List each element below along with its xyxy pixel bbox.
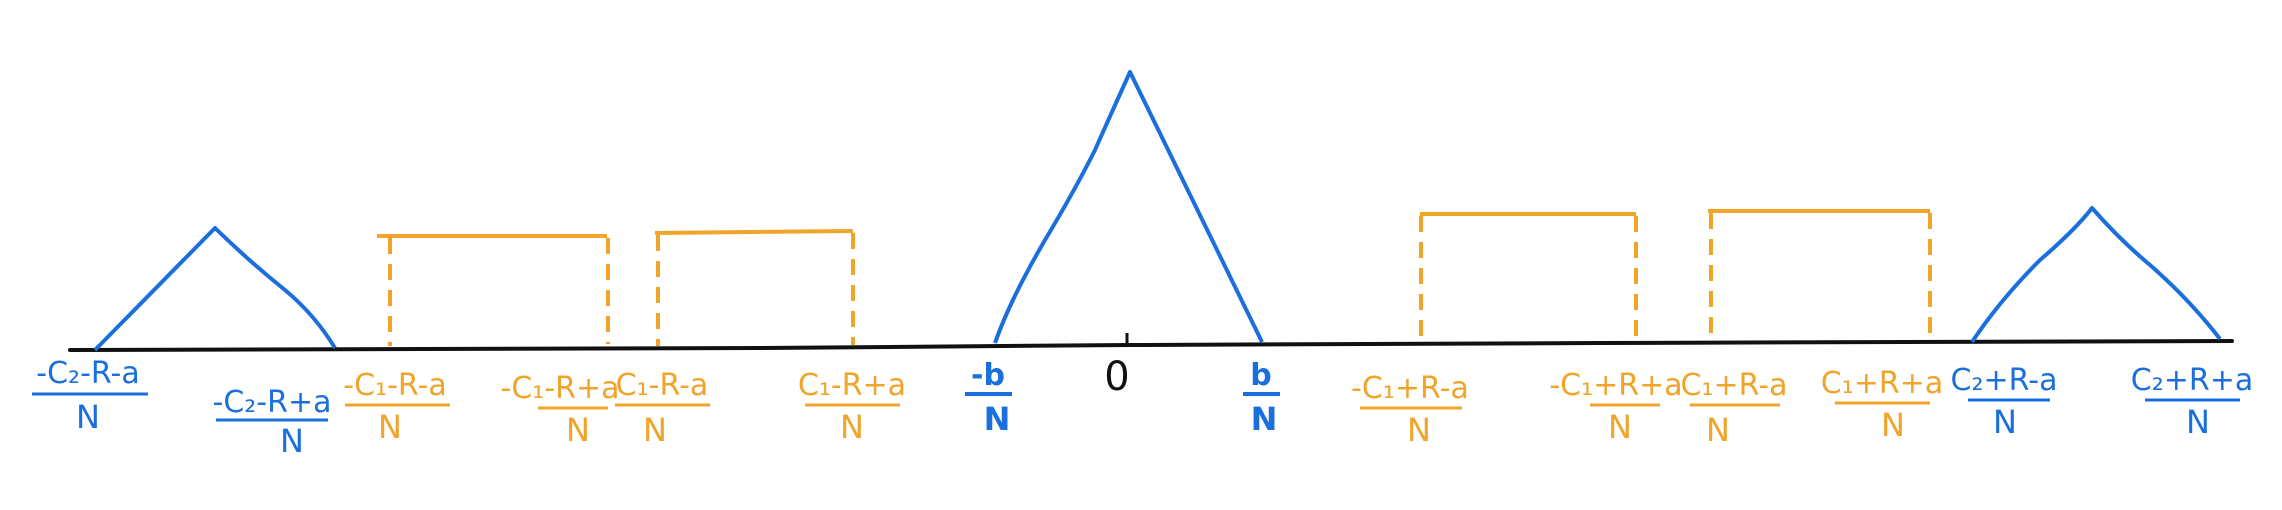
label-zero: 0 bbox=[1104, 354, 1129, 400]
label-c1-plus-r-plus-a: C₁+R+a N bbox=[1821, 366, 1943, 444]
label-neg-b: -b N bbox=[965, 358, 1012, 438]
svg-text:N: N bbox=[1881, 406, 1905, 444]
label-neg-c1-plus-r-a: -C₁+R-a N bbox=[1351, 371, 1469, 449]
svg-text:N: N bbox=[1993, 403, 2017, 441]
svg-text:-C₂-R-a: -C₂-R-a bbox=[36, 356, 139, 391]
svg-text:-C₁-R-a: -C₁-R-a bbox=[343, 368, 446, 403]
svg-text:N: N bbox=[1706, 411, 1730, 449]
center-triangle bbox=[993, 70, 1264, 344]
svg-text:N: N bbox=[643, 411, 667, 449]
box-c1-minus-r bbox=[654, 229, 855, 346]
label-c2-plus-r-a: C₂+R-a N bbox=[1951, 363, 2058, 441]
svg-text:-C₁+R+a: -C₁+R+a bbox=[1549, 368, 1682, 403]
svg-text:N: N bbox=[280, 422, 304, 460]
label-c2-plus-r-plus-a: C₂+R+a N bbox=[2131, 363, 2253, 441]
svg-text:N: N bbox=[76, 398, 100, 436]
label-c1-r-a: C₁-R-a N bbox=[615, 368, 710, 449]
label-neg-c2-r-a: -C₂-R-a N bbox=[32, 356, 148, 436]
label-c1-plus-r-a: C₁+R-a N bbox=[1681, 368, 1788, 449]
svg-text:-b: -b bbox=[971, 358, 1005, 393]
svg-text:N: N bbox=[2186, 403, 2210, 441]
svg-text:N: N bbox=[1251, 400, 1278, 438]
axis-line bbox=[68, 339, 2234, 352]
left-triangle bbox=[93, 226, 337, 352]
svg-text:C₁+R-a: C₁+R-a bbox=[1681, 368, 1788, 403]
svg-text:0: 0 bbox=[1104, 354, 1129, 400]
svg-text:N: N bbox=[378, 408, 402, 446]
svg-text:C₁-R+a: C₁-R+a bbox=[798, 368, 906, 403]
box-neg-c1-r bbox=[377, 234, 610, 346]
label-neg-c1-r-a: -C₁-R-a N bbox=[343, 368, 450, 446]
svg-text:-C₁+R-a: -C₁+R-a bbox=[1351, 371, 1469, 406]
svg-text:N: N bbox=[1608, 408, 1632, 446]
svg-text:N: N bbox=[840, 408, 864, 446]
svg-text:N: N bbox=[984, 400, 1011, 438]
box-c1-plus-r bbox=[1708, 209, 1932, 341]
label-neg-c1-plus-r-plus-a: -C₁+R+a N bbox=[1549, 368, 1682, 446]
svg-text:-C₂-R+a: -C₂-R+a bbox=[213, 385, 332, 420]
svg-text:N: N bbox=[566, 411, 590, 449]
svg-text:N: N bbox=[1407, 411, 1431, 449]
label-neg-c2-r-plus-a: -C₂-R+a N bbox=[213, 385, 332, 460]
label-neg-c1-r-plus-a: -C₁-R+a N bbox=[501, 371, 620, 449]
box-neg-c1-plus-r bbox=[1419, 212, 1638, 342]
label-pos-b: b N bbox=[1243, 358, 1280, 438]
svg-text:C₁+R+a: C₁+R+a bbox=[1821, 366, 1943, 401]
svg-text:b: b bbox=[1250, 358, 1271, 393]
label-c1-r-plus-a: C₁-R+a N bbox=[798, 368, 906, 446]
svg-text:C₂+R+a: C₂+R+a bbox=[2131, 363, 2253, 398]
svg-text:C₁-R-a: C₁-R-a bbox=[616, 368, 709, 403]
labels: -C₂-R-a N -C₂-R+a N -C₁-R-a N -C₁-R+a N … bbox=[32, 354, 2253, 460]
svg-text:C₂+R-a: C₂+R-a bbox=[1951, 363, 2058, 398]
right-triangle bbox=[1970, 206, 2222, 344]
svg-text:-C₁-R+a: -C₁-R+a bbox=[501, 371, 620, 406]
